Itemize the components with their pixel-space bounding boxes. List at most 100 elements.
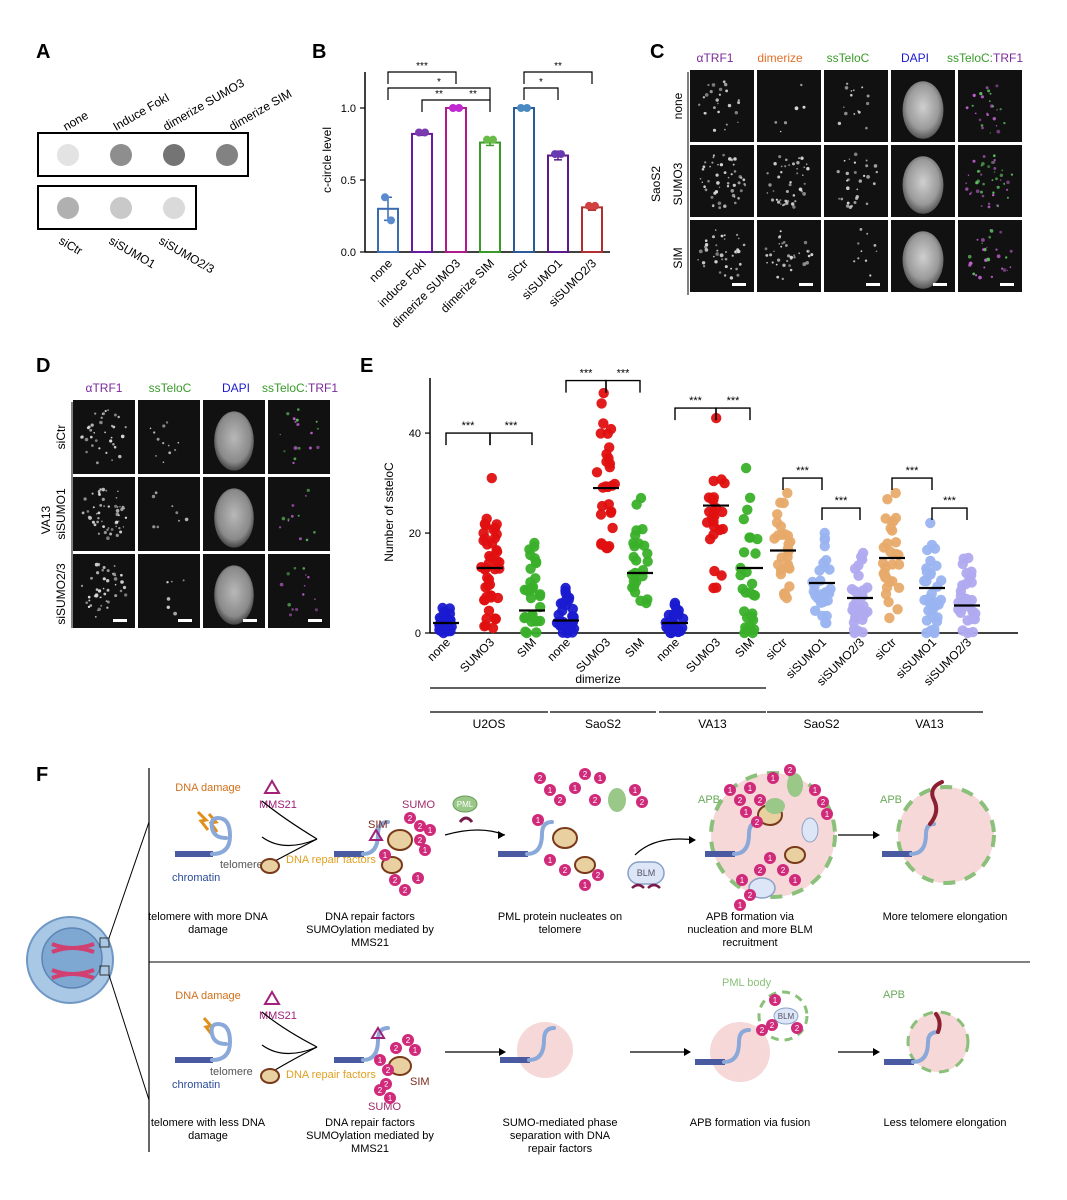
sumo-bead-number: 2 [403,886,408,895]
foci-dot [297,446,301,450]
foci-dot [989,92,992,95]
sumo-bead-icon [544,784,556,796]
f-top-apb1-label: APB [698,794,720,806]
chart-e-point [740,462,752,474]
foci-dot [764,247,768,251]
foci-dot [783,203,786,206]
foci-dot [122,526,125,528]
scale-bar [866,283,880,286]
foci-dot [726,182,730,185]
chart-e-point [957,625,968,636]
foci-dot [107,505,111,508]
foci-dot [316,427,319,430]
foci-dot [737,99,740,102]
foci-dot [310,431,313,435]
telomere-strand [722,1028,751,1064]
panel-c-channel-label: dimerize [757,51,803,65]
chart-e-point [568,623,580,634]
foci-dot [731,254,734,257]
pml-icon [608,788,626,812]
foci-dot [151,494,156,499]
foci-dot [96,571,100,575]
chart-e-point [716,570,727,581]
chart-e-y-tick-label: 40 [409,428,421,440]
sumo-bead-icon [404,812,416,824]
foci-dot [279,582,284,587]
foci-dot [124,426,127,429]
foci-dot [306,488,310,492]
foci-dot [993,154,996,157]
foci-dot [766,261,768,264]
foci-dot [712,154,716,157]
chart-b-bar [513,107,535,253]
f-bot-mms21-label: MMS21 [259,1010,297,1022]
foci-dot [783,121,788,125]
chart-e-x-tick-label: SUMO3 [683,635,723,675]
nucleus-stain [214,565,254,625]
chart-b-significance-label: *** [416,61,428,72]
nucleus-stain [214,411,254,471]
foci-dot [106,600,110,604]
foci-dot [850,93,853,97]
foci-dot [840,197,844,201]
foci-dot [106,579,110,583]
foci-dot [772,190,775,192]
f-caption: APB formation via fusion [690,1117,810,1129]
sumo-bead-icon [412,872,424,884]
chart-e-point [746,578,758,589]
foci-dot [805,261,809,265]
foci-dot [974,112,977,115]
panel-c-cell-line-label: SaoS2 [649,166,663,202]
sumo-bead-icon [594,772,606,784]
foci-dot [87,605,91,609]
chart-b-point [483,135,491,144]
foci-dot [1010,173,1014,176]
sumo-bead-number: 1 [548,786,553,795]
chart-b-significance-bracket [456,99,491,112]
foci-dot [865,164,869,168]
foci-dot [731,193,736,198]
blm-icon [773,1007,799,1025]
chart-e-point [486,472,497,484]
chromatin-bar [175,851,213,857]
foci-dot [704,93,709,97]
foci-dot [980,124,984,127]
foci-dot [737,121,739,124]
foci-dot [302,567,306,570]
chart-e-point [629,541,640,552]
foci-dot [768,183,772,187]
chart-e-significance-bracket [931,507,968,521]
chart-e-point [881,582,893,593]
foci-dot [999,230,1003,234]
foci-dot [307,576,310,579]
foci-dot [1005,256,1008,259]
chart-e-point [925,568,936,579]
sumo-bead-icon [754,864,766,876]
sumo-bead-number: 1 [383,851,388,860]
foci-dot [732,163,735,166]
sumo-bead-icon [379,849,391,861]
pml-icon [765,798,785,814]
foci-dot [304,574,307,576]
blot-dot [110,144,132,166]
chart-e-significance-label: *** [580,368,594,380]
foci-dot [999,179,1002,181]
foci-dot [788,164,790,166]
foci-dot [863,174,866,177]
sumo-bead-number: 1 [423,846,428,855]
foci-dot [733,157,737,161]
foci-dot [1006,196,1009,199]
foci-dot [1009,266,1012,269]
chart-e-point [560,585,571,597]
chart-e-point [779,529,791,540]
foci-dot [86,510,90,513]
sumo-bead-number: 2 [408,814,413,823]
chart-e-point [857,554,868,565]
panel-d-channel-label: DAPI [222,381,250,395]
sumo-bead-number: 2 [418,822,423,831]
foci-dot [733,170,737,173]
chart-b-y-tick-label: 0.0 [341,247,356,259]
foci-dot [91,520,95,524]
